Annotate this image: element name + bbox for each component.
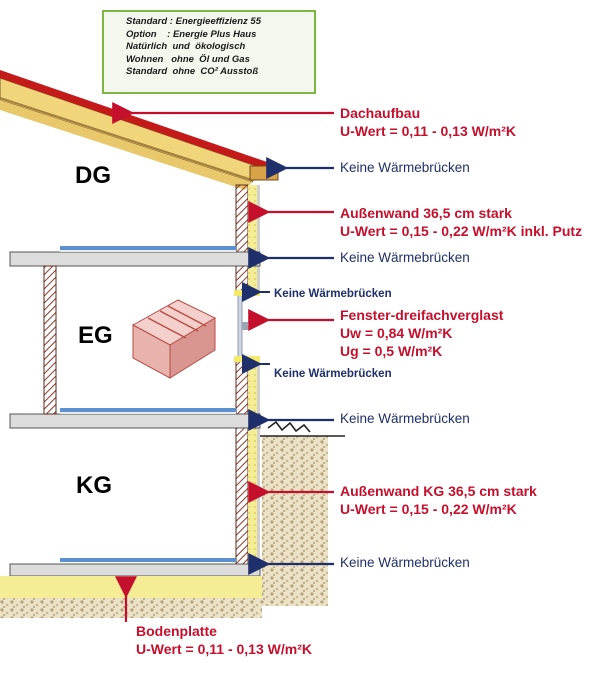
- standard-line: Standard ohne CO² Ausstoß: [126, 66, 259, 78]
- exterior-wall: [235, 184, 260, 568]
- aussenwand-value: U-Wert = 0,15 - 0,22 W/m²K inkl. Putz: [340, 223, 583, 239]
- ground-grass: [267, 420, 311, 433]
- annotation-arrows: [112, 102, 334, 622]
- fenster-ug: Ug = 0,5 W/m²K: [340, 343, 443, 359]
- label-keine-4: Keine Wärmebrücken: [340, 555, 470, 570]
- label-keine-window-top: Keine Wärmebrücken: [274, 288, 392, 300]
- aussenwand-kg-value: U-Wert = 0,15 - 0,22 W/m²K: [340, 501, 517, 517]
- backfill-gravel: [262, 436, 328, 606]
- standard-line: Option : Energie Plus Haus: [126, 28, 257, 40]
- label-aussenwand: Außenwand 36,5 cm stark U-Wert = 0,15 - …: [340, 204, 582, 240]
- label-keine-2: Keine Wärmebrücken: [340, 250, 470, 265]
- dachaufbau-value: U-Wert = 0,11 - 0,13 W/m²K: [340, 123, 516, 139]
- floor-label-kg: KG: [76, 472, 112, 499]
- aussenwand-title: Außenwand 36,5 cm stark: [340, 205, 512, 221]
- eave-detail: [249, 165, 279, 181]
- window: [234, 290, 260, 362]
- brick-illustration: [131, 299, 217, 379]
- fenster-title: Fenster-dreifachverglast: [340, 307, 504, 323]
- bodenplatte-value: U-Wert = 0,11 - 0,13 W/m²K: [136, 641, 312, 657]
- standard-line: Natürlich und ökologisch: [126, 41, 246, 53]
- label-keine-1: Keine Wärmebrücken: [340, 160, 470, 175]
- label-aussenwand-kg: Außenwand KG 36,5 cm stark U-Wert = 0,15…: [340, 482, 537, 518]
- ground-gravel: [0, 598, 262, 618]
- roof: [0, 70, 270, 190]
- label-keine-window-bottom: Keine Wärmebrücken: [274, 368, 392, 380]
- label-keine-3: Keine Wärmebrücken: [340, 411, 470, 426]
- bodenplatte-title: Bodenplatte: [136, 623, 217, 639]
- fenster-uw: Uw = 0,84 W/m²K: [340, 325, 453, 341]
- label-fenster: Fenster-dreifachverglast Uw = 0,84 W/m²K…: [340, 306, 503, 360]
- label-bodenplatte: Bodenplatte U-Wert = 0,11 - 0,13 W/m²K: [136, 622, 312, 658]
- interior-wall: [43, 265, 57, 415]
- label-dachaufbau: Dachaufbau U-Wert = 0,11 - 0,13 W/m²K: [340, 104, 516, 140]
- standard-box: Standard : Energieeffizienz 55 Option : …: [102, 10, 316, 94]
- slab-insulation: [0, 576, 262, 598]
- aussenwand-kg-title: Außenwand KG 36,5 cm stark: [340, 483, 537, 499]
- dachaufbau-title: Dachaufbau: [340, 105, 421, 121]
- standard-line: Wohnen ohne Öl und Gas: [126, 53, 250, 65]
- floor-label-dg: DG: [75, 162, 111, 189]
- standard-line: Standard : Energieeffizienz 55: [126, 16, 261, 27]
- floor-label-eg: EG: [78, 322, 113, 349]
